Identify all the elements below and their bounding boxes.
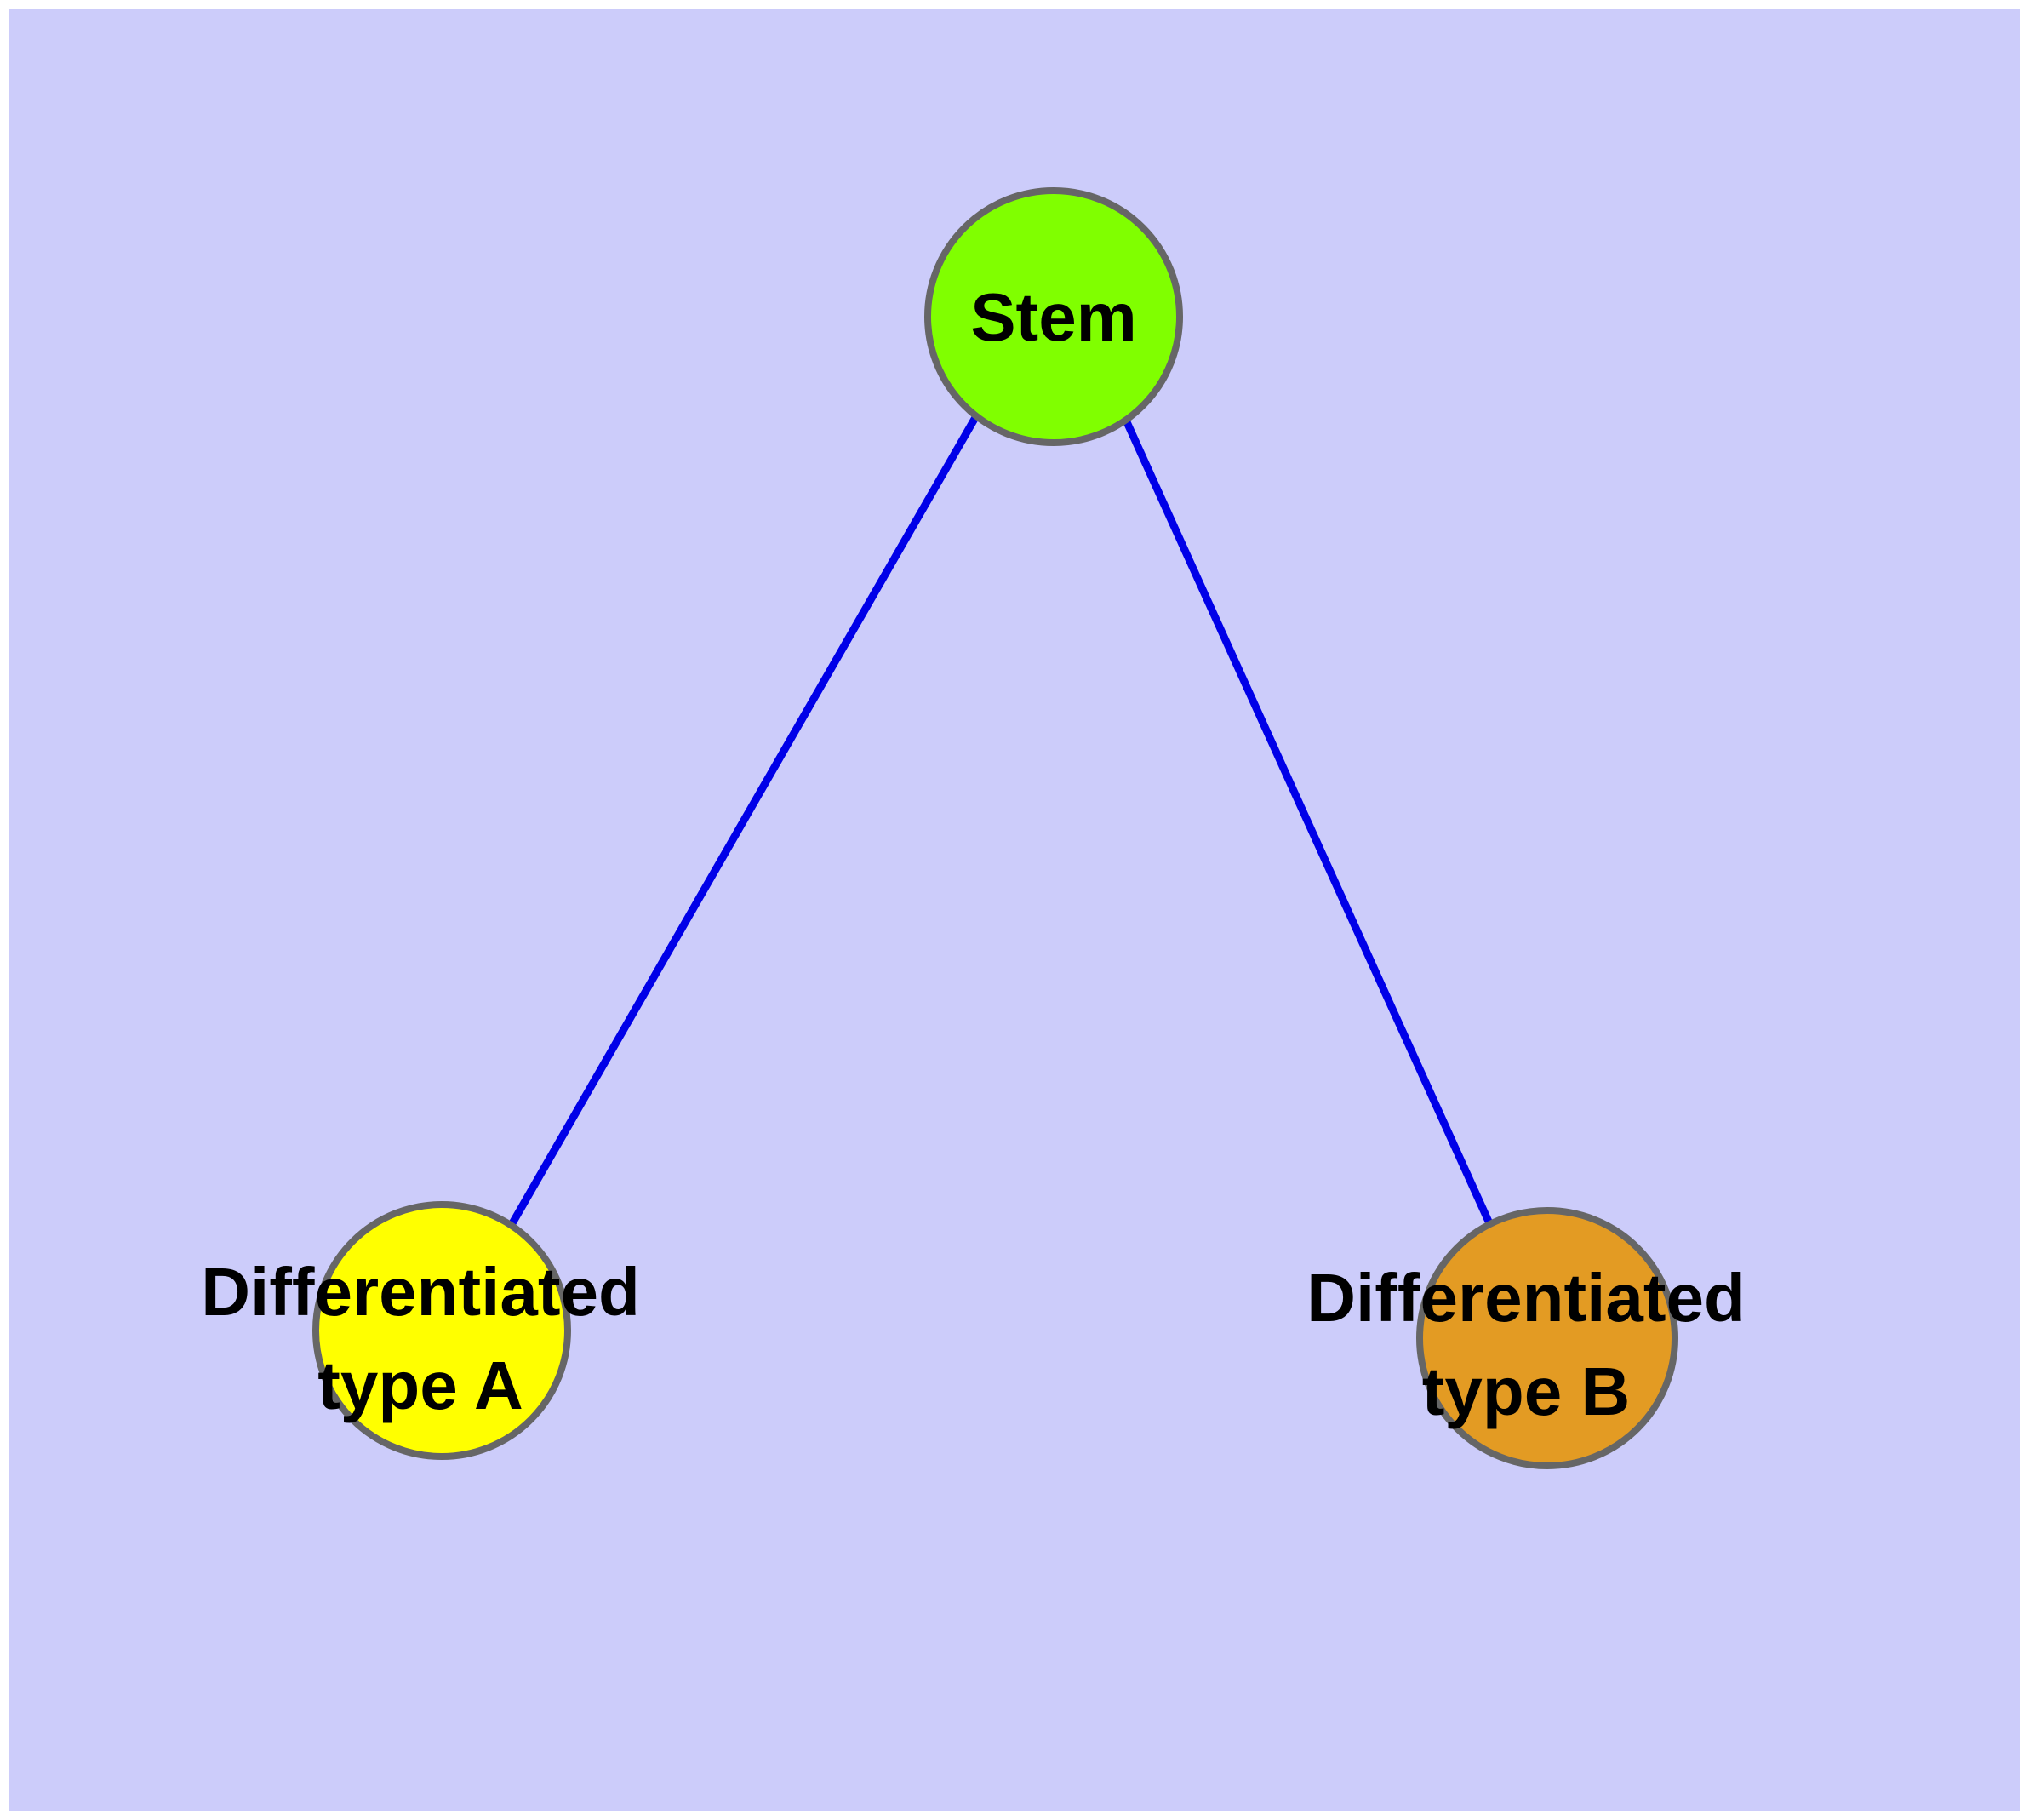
node-differentiated-type-a-label-line-2: type A — [317, 1348, 523, 1423]
node-differentiated-type-b-circle[interactable] — [1416, 1207, 1678, 1469]
label-layer: Stem Differentiated type A Differentiate… — [201, 279, 1746, 1429]
node-differentiated-type-b[interactable] — [1416, 1207, 1678, 1469]
node-stem[interactable] — [924, 187, 1183, 446]
edge-layer — [509, 412, 1494, 1226]
node-stem-label: Stem — [970, 279, 1137, 355]
node-differentiated-type-a-label-line-1: Differentiated — [201, 1254, 640, 1330]
node-differentiated-type-b-label-line-1: Differentiated — [1306, 1260, 1746, 1336]
edge-stem-to-differentiated-type-b — [1119, 413, 1494, 1225]
edge-stem-to-differentiated-type-a — [509, 412, 980, 1226]
node-stem-circle[interactable] — [924, 187, 1183, 446]
node-differentiated-type-b-label-line-2: type B — [1422, 1354, 1631, 1429]
node-differentiated-type-a[interactable] — [312, 1201, 571, 1460]
node-layer — [312, 187, 1678, 1469]
node-differentiated-type-a-circle[interactable] — [312, 1201, 571, 1460]
